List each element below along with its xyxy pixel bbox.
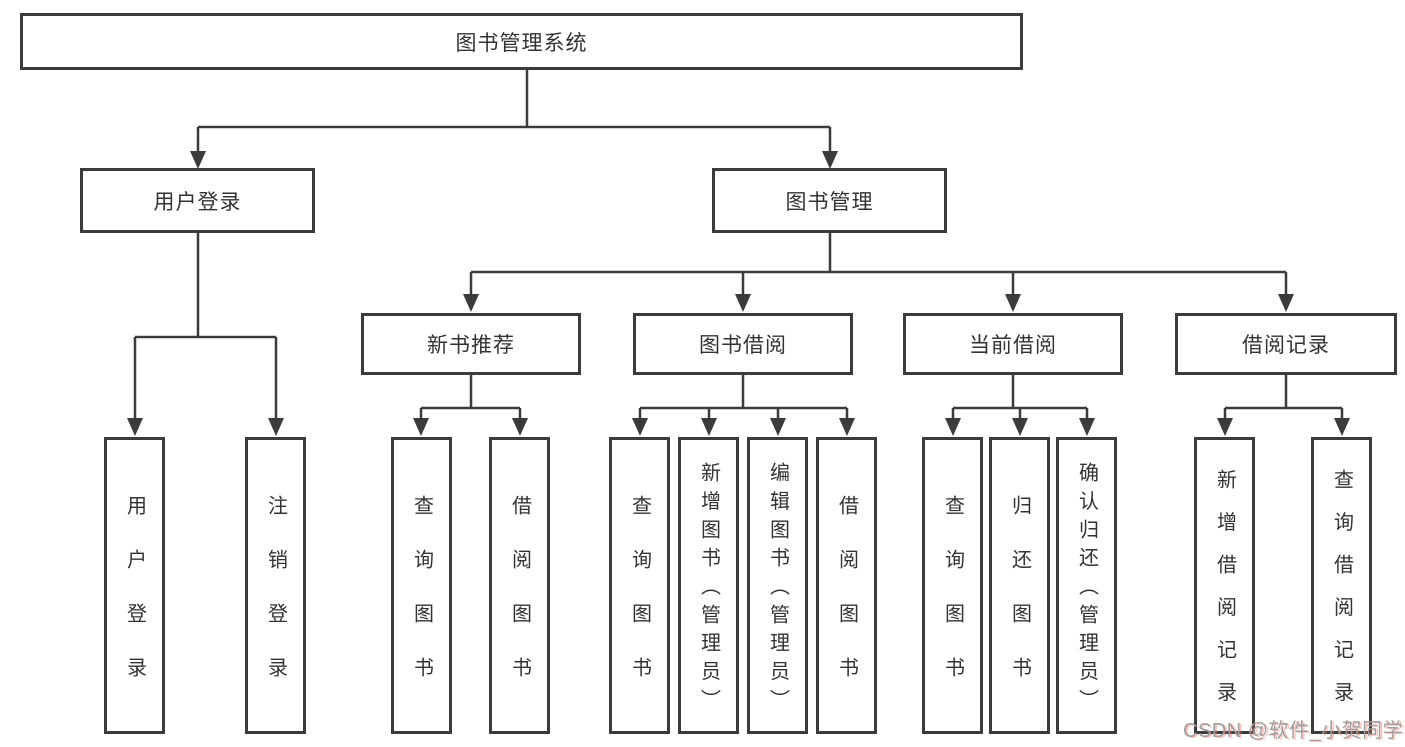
node-label: 注销登录 — [264, 494, 287, 711]
leaf-logout: 注销登录 — [245, 437, 306, 734]
node-user-login: 用户登录 — [80, 168, 315, 233]
leaf-query-books-3: 查询图书 — [922, 437, 983, 734]
node-label: 用户登录 — [153, 190, 242, 214]
node-label: 查询图书 — [941, 494, 964, 711]
node-label: 新增图书（管理员） — [697, 462, 720, 718]
node-label: 图书管理 — [785, 190, 874, 214]
node-system-root: 图书管理系统 — [20, 13, 1023, 70]
leaf-add-book-admin: 新增图书（管理员） — [678, 437, 739, 734]
leaf-return-book: 归还图书 — [989, 437, 1050, 734]
node-label: 新书推荐 — [427, 334, 515, 357]
leaf-user-login: 用户登录 — [104, 437, 165, 734]
node-label: 归还图书 — [1008, 494, 1031, 711]
node-label: 借阅图书 — [508, 494, 531, 711]
node-label: 编辑图书（管理员） — [766, 462, 789, 718]
leaf-borrow-books-1: 借阅图书 — [489, 437, 550, 734]
node-label: 查询图书 — [628, 494, 651, 711]
leaf-query-borrow-record: 查询借阅记录 — [1311, 437, 1372, 734]
node-label: 用户登录 — [123, 494, 146, 711]
leaf-borrow-books-2: 借阅图书 — [816, 437, 877, 734]
node-label: 查询图书 — [410, 494, 433, 711]
node-label: 新增借阅记录 — [1213, 469, 1236, 725]
node-label: 当前借阅 — [969, 334, 1057, 357]
node-book-management: 图书管理 — [712, 168, 947, 233]
leaf-query-books-2: 查询图书 — [609, 437, 670, 734]
node-label: 借阅图书 — [835, 494, 858, 711]
node-current-borrow: 当前借阅 — [903, 313, 1123, 375]
node-label: 确认归还（管理员） — [1075, 462, 1098, 718]
leaf-confirm-return-admin: 确认归还（管理员） — [1056, 437, 1117, 734]
node-label: 图书管理系统 — [455, 31, 588, 55]
watermark: CSDN @软件_小贺同学 — [1183, 720, 1404, 742]
node-label: 借阅记录 — [1242, 334, 1330, 357]
node-borrow-records: 借阅记录 — [1175, 313, 1397, 375]
node-label: 查询借阅记录 — [1330, 469, 1353, 725]
node-book-borrow: 图书借阅 — [633, 313, 853, 375]
leaf-add-borrow-record: 新增借阅记录 — [1194, 437, 1255, 734]
leaf-query-books-1: 查询图书 — [391, 437, 452, 734]
leaf-edit-book-admin: 编辑图书（管理员） — [747, 437, 808, 734]
node-new-book-recommend: 新书推荐 — [361, 313, 581, 375]
node-label: 图书借阅 — [699, 334, 787, 357]
